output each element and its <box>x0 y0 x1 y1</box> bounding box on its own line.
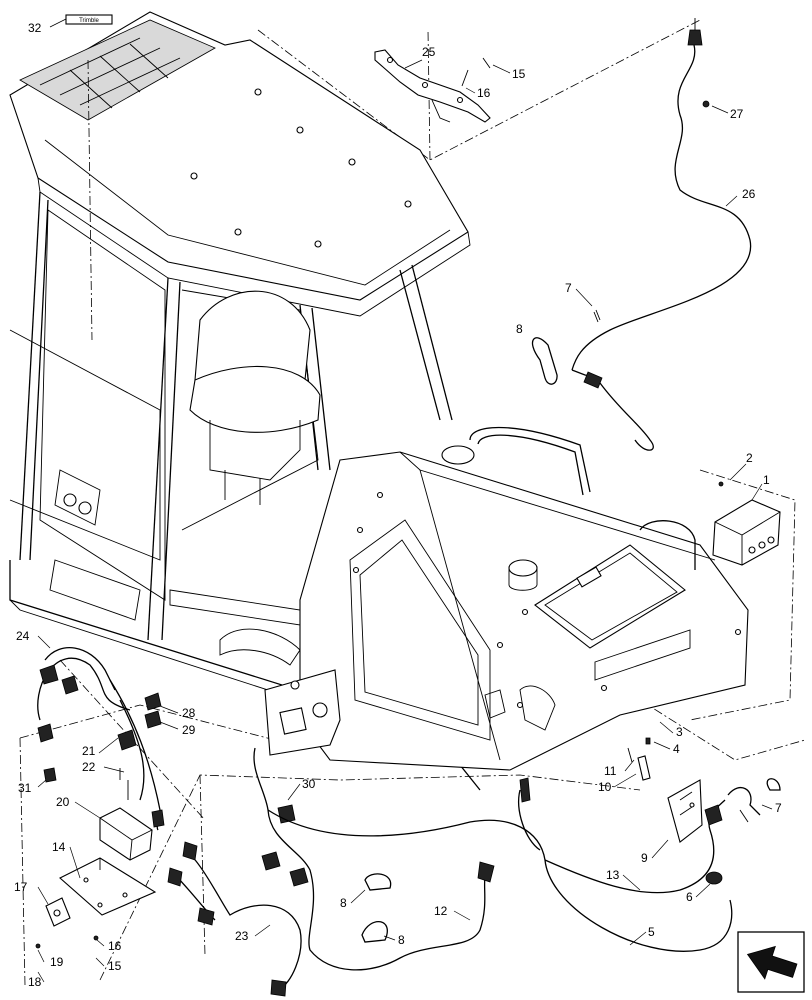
callout-7-lower: 7 <box>775 801 782 815</box>
part-8-cable-tie <box>531 337 558 385</box>
callout-15-lower: 15 <box>108 959 122 973</box>
callout-25: 25 <box>422 45 436 59</box>
callout-21: 21 <box>82 744 96 758</box>
callout-18: 18 <box>28 975 42 989</box>
callout-10: 10 <box>598 780 612 794</box>
callout-16: 16 <box>477 86 491 100</box>
callout-2: 2 <box>746 451 753 465</box>
cab-frame <box>9 191 481 791</box>
part-5-harness <box>267 777 733 952</box>
callout-14: 14 <box>52 840 66 854</box>
part-24-harness <box>37 647 165 831</box>
part-1-module <box>712 481 781 566</box>
callout-28: 28 <box>182 706 196 720</box>
callout-7: 7 <box>565 281 572 295</box>
callout-9: 9 <box>641 851 648 865</box>
part-26-cable <box>571 18 752 451</box>
part-8-lower-ties <box>361 873 392 943</box>
callout-labels: 32 25 15 16 27 26 7 8 2 1 24 28 29 21 22… <box>14 21 782 989</box>
part-12-harness <box>253 747 495 971</box>
callout-26: 26 <box>742 187 756 201</box>
part-20-controller <box>99 768 153 861</box>
part-23-harness <box>167 841 302 997</box>
assembly-outline-roof-bracket <box>257 19 701 161</box>
right-console <box>264 426 749 771</box>
callout-27: 27 <box>730 107 744 121</box>
part-13-harness <box>544 799 726 894</box>
callout-19: 19 <box>50 955 64 969</box>
part-7-lower-clip <box>727 778 781 823</box>
part-10-bracket <box>627 737 651 781</box>
callout-20: 20 <box>56 795 70 809</box>
callout-11: 11 <box>604 764 617 778</box>
part-14-mounting-plate <box>59 857 157 916</box>
callout-22: 22 <box>82 760 96 774</box>
callout-8: 8 <box>516 322 523 336</box>
part-17-bracket <box>35 897 99 949</box>
next-page-arrow-icon[interactable] <box>737 931 805 993</box>
callout-23: 23 <box>235 929 249 943</box>
callout-16-lower: 16 <box>108 939 122 953</box>
callout-3: 3 <box>676 725 683 739</box>
callout-17: 17 <box>14 880 28 894</box>
part-25-bracket <box>374 49 491 123</box>
callout-8-lower-a: 8 <box>340 896 347 910</box>
cab-roof: Trimble <box>9 11 471 341</box>
callout-15: 15 <box>512 67 526 81</box>
callout-4: 4 <box>673 742 680 756</box>
trimble-decal <box>65 14 113 25</box>
callout-13: 13 <box>606 868 620 882</box>
trimble-decal-text: Trimble <box>79 18 99 24</box>
callout-29: 29 <box>182 723 196 737</box>
callout-31: 31 <box>18 781 32 795</box>
callout-5: 5 <box>648 925 655 939</box>
callout-24: 24 <box>16 629 30 643</box>
callout-30: 30 <box>302 777 316 791</box>
part-6-grommet <box>705 871 723 885</box>
leader-lines <box>37 18 773 983</box>
callout-6: 6 <box>686 890 693 904</box>
callout-1: 1 <box>763 473 770 487</box>
part-9-bracket <box>667 779 703 843</box>
callout-8-lower-b: 8 <box>398 933 405 947</box>
assembly-outline-right-module <box>639 469 806 761</box>
callout-32: 32 <box>28 21 42 35</box>
callout-12: 12 <box>434 904 448 918</box>
